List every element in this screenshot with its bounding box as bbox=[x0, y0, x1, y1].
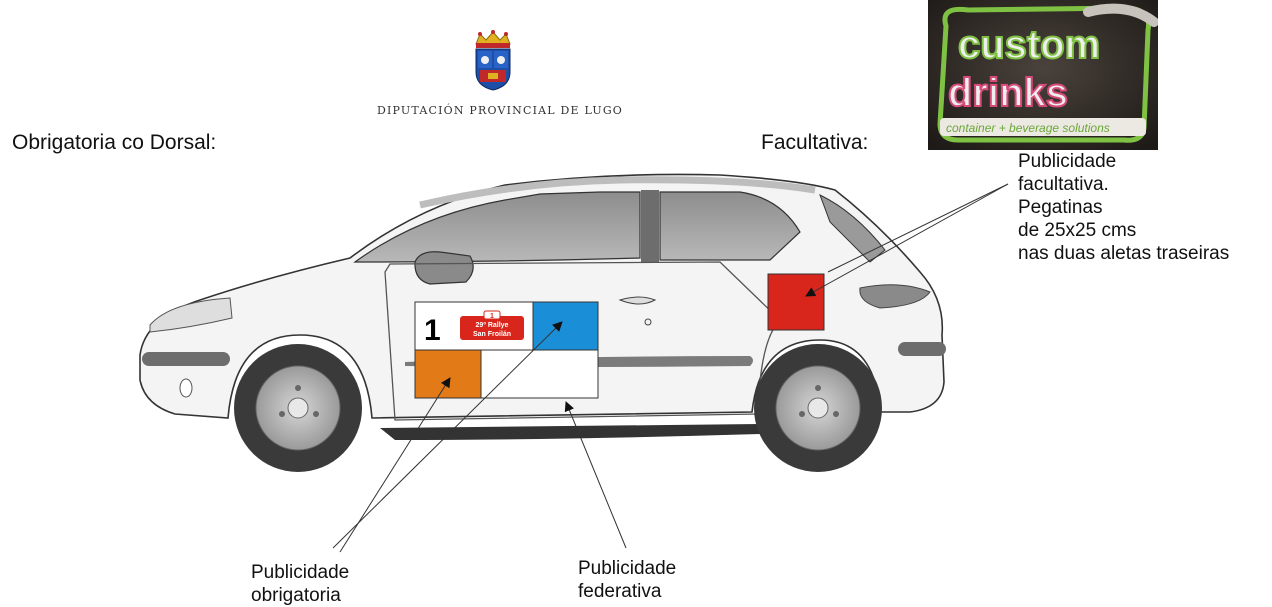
federativa-panel bbox=[480, 349, 599, 399]
logo-line2: drinks bbox=[948, 71, 1068, 115]
facultativa-panel bbox=[767, 273, 825, 331]
rally-plate-line2: San Froilán bbox=[473, 331, 511, 338]
dorsal-number: 1 bbox=[424, 314, 441, 347]
callout-obrigatoria: Publicidade obrigatoria bbox=[251, 562, 350, 606]
rally-plate-number-badge bbox=[483, 310, 501, 320]
rear-wheel bbox=[754, 344, 882, 472]
callout-facultativa: Publicidade facultativa. Pegatinas de 25… bbox=[1018, 151, 1230, 264]
rally-plate-number: 1 bbox=[490, 313, 494, 320]
logo-line1: custom bbox=[958, 23, 1100, 67]
car-body bbox=[139, 173, 946, 440]
sponsor-logo: custom drinks container + beverage solut… bbox=[928, 0, 1158, 150]
sponsor-logo-graphic: custom drinks container + beverage solut… bbox=[928, 0, 1158, 150]
heading-obrigatoria: Obrigatoria co Dorsal: bbox=[12, 131, 217, 154]
blue-panel bbox=[532, 301, 599, 351]
crest-block: DIPUTACIÓN PROVINCIAL DE LUGO bbox=[340, 30, 660, 120]
orange-panel bbox=[414, 349, 482, 399]
callout-federativa: Publicidade federativa bbox=[578, 558, 677, 602]
org-name: DIPUTACIÓN PROVINCIAL DE LUGO bbox=[376, 104, 624, 117]
coat-of-arms-icon bbox=[475, 30, 511, 91]
front-wheel bbox=[234, 344, 362, 472]
rally-plate-line1: 29º Rallye bbox=[476, 322, 509, 329]
heading-facultativa: Facultativa: bbox=[761, 131, 869, 154]
pointer-lines bbox=[332, 183, 1009, 553]
logo-tagline: container + beverage solutions bbox=[946, 121, 1110, 135]
rally-plate bbox=[460, 316, 524, 340]
